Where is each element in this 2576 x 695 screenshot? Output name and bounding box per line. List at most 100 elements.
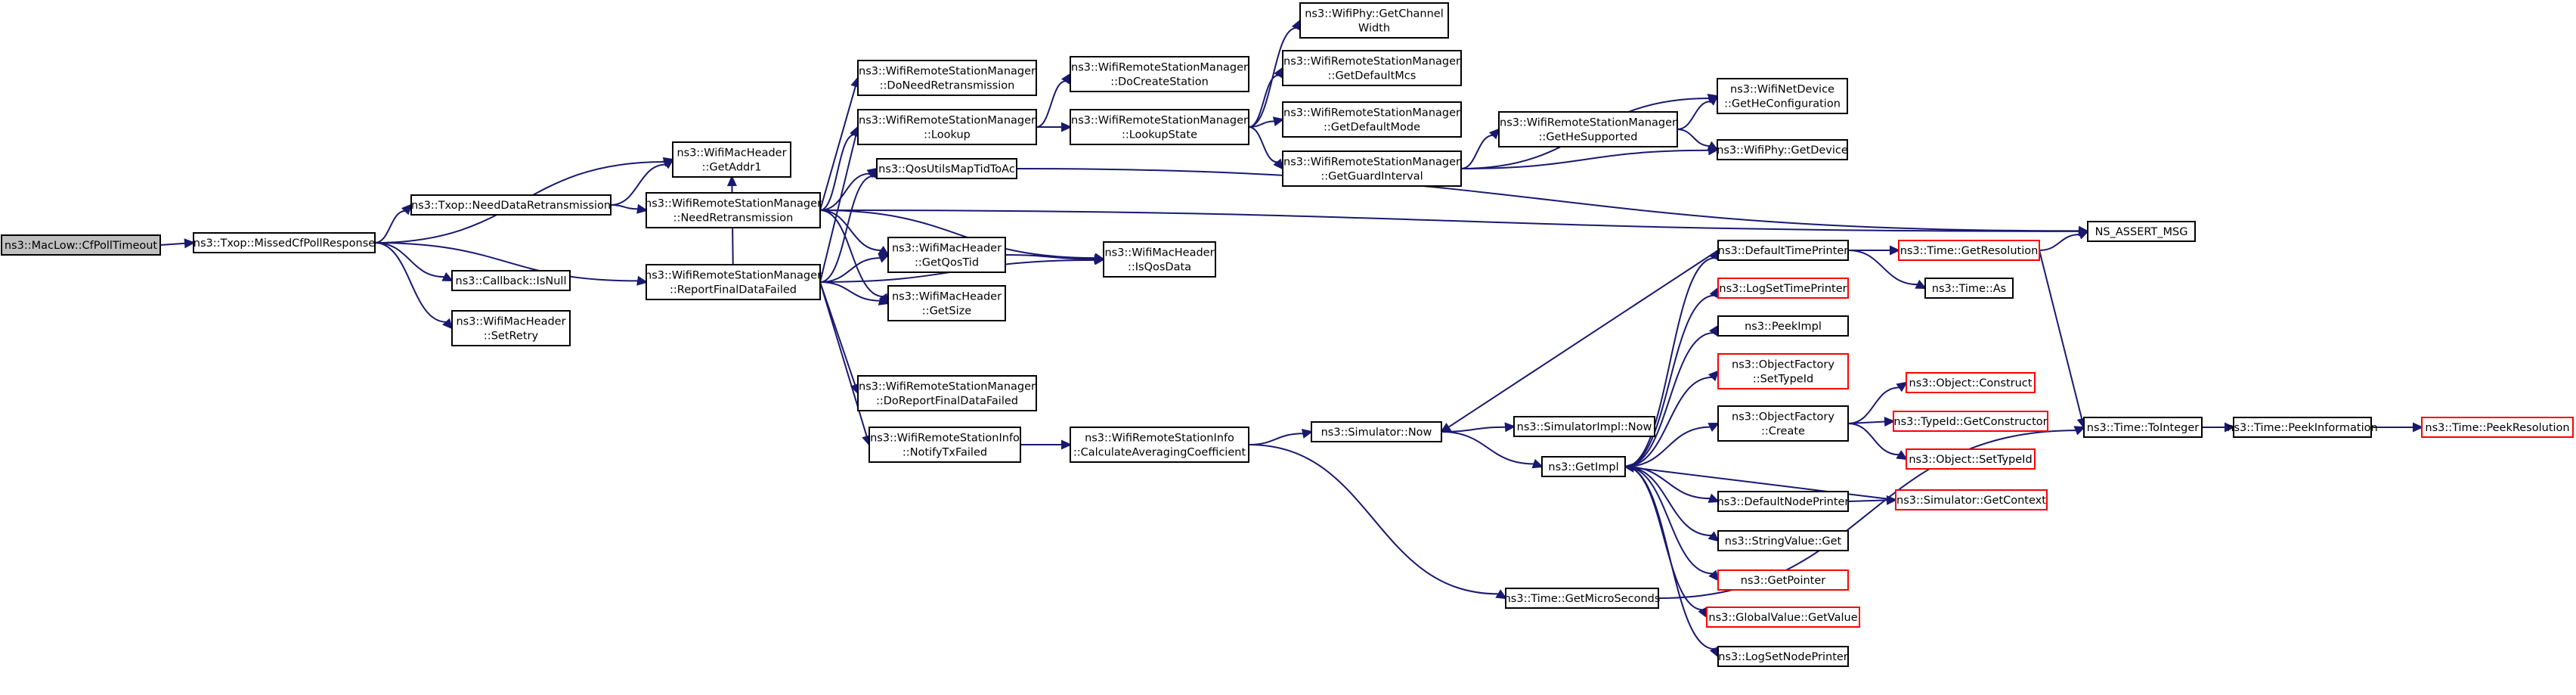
node-box (2083, 417, 2203, 438)
edge-arrowhead (1531, 458, 1544, 469)
edge-arrowhead (1708, 531, 1720, 542)
node-lookup[interactable]: ns3::WifiRemoteStationManager::Lookup (857, 109, 1037, 145)
node-box (1895, 489, 2048, 510)
node-qosutilsmaptidtoac[interactable]: ns3::QosUtilsMapTidToAc (876, 158, 1017, 179)
edge-arrowhead (1708, 569, 1720, 582)
node-objectfactorysettypeid[interactable]: ns3::ObjectFactory::SetTypeId (1717, 353, 1849, 389)
node-getaddr1[interactable]: ns3::WifiMacHeader::GetAddr1 (672, 141, 791, 178)
node-label-line: ::Lookup (924, 129, 971, 141)
edge-line (1677, 129, 1711, 147)
node-globalvaluegetvalue[interactable]: ns3::GlobalValue::GetValue (1706, 607, 1860, 628)
node-simulatorgetcontext[interactable]: ns3::Simulator::GetContext (1895, 489, 2048, 510)
node-notifytxfailed[interactable]: ns3::WifiRemoteStationInfo::NotifyTxFail… (868, 427, 1021, 463)
edge-line (1624, 466, 1714, 575)
node-label-line: ns3::WifiRemoteStationManager (1071, 62, 1248, 74)
edge-arrowhead (636, 203, 649, 214)
call-edge (819, 209, 2090, 237)
node-peekresolution[interactable]: ns3::Time::PeekResolution (2421, 417, 2574, 438)
node-logsettimeprinter[interactable]: ns3::LogSetTimePrinter (1717, 278, 1849, 299)
node-getguardinterval[interactable]: ns3::WifiRemoteStationManager::GetGuardI… (1282, 150, 1462, 187)
node-label-line: ::GetDefaultMcs (1328, 70, 1416, 82)
node-needretransmission[interactable]: ns3::WifiRemoteStationManager::NeedRetra… (645, 192, 822, 228)
node-doreportfinaldatafailed[interactable]: ns3::WifiRemoteStationManager::DoReportF… (857, 375, 1037, 411)
node-setretry[interactable]: ns3::WifiMacHeader::SetRetry (451, 310, 571, 346)
node-objectconstruct[interactable]: ns3::Object::Construct (1906, 372, 2036, 393)
node-stringvalueget[interactable]: ns3::StringValue::Get (1717, 530, 1849, 551)
node-defaulttimeprinter[interactable]: ns3::DefaultTimePrinter (1717, 240, 1849, 261)
node-nsassertmsg[interactable]: NS_ASSERT_MSG (2087, 221, 2196, 242)
edge-arrowhead (1094, 253, 1106, 264)
node-box (1717, 530, 1849, 551)
node-label-line: ns3::TypeId::GetConstructor (1893, 416, 2047, 428)
node-box (1717, 405, 1849, 442)
node-label-line: ::NeedRetransmission (673, 213, 794, 225)
node-docreatestation[interactable]: ns3::WifiRemoteStationManager::DoCreateS… (1070, 56, 1249, 92)
node-objectsettypeid[interactable]: ns3::Object::SetTypeId (1906, 448, 2036, 470)
node-getqostid[interactable]: ns3::WifiMacHeader::GetQosTid (887, 237, 1006, 273)
call-edge (1847, 381, 1908, 424)
node-getimpl[interactable]: ns3::GetImpl (1541, 456, 1626, 477)
node-getdevice[interactable]: ns3::WifiPhy::GetDevice (1717, 139, 1848, 160)
node-peekinformation[interactable]: ns3::Time::PeekInformation (2227, 417, 2378, 438)
node-typeidgetconstructor[interactable]: ns3::TypeId::GetConstructor (1893, 411, 2048, 432)
call-edge (1624, 466, 1720, 659)
call-edge (1624, 370, 1720, 467)
edge-arrowhead (1884, 417, 1896, 427)
node-getsize[interactable]: ns3::WifiMacHeader::GetSize (887, 285, 1006, 321)
node-lookupstate[interactable]: ns3::WifiRemoteStationManager::LookupSta… (1070, 109, 1249, 145)
edge-arrowhead (2413, 422, 2424, 433)
node-label-line: ns3::WifiMacHeader (1104, 247, 1214, 259)
node-label-line: ns3::Object::SetTypeId (1909, 454, 2032, 466)
node-box (1717, 491, 1849, 512)
edge-arrowhead (878, 253, 890, 263)
edge-arrowhead (1272, 116, 1285, 127)
node-box (2233, 417, 2372, 438)
node-getresolution[interactable]: ns3::Time::GetResolution (1898, 240, 2040, 261)
node-peekimpl[interactable]: ns3::PeekImpl (1717, 315, 1849, 337)
node-label-line: ns3::Time::GetResolution (1900, 245, 2039, 257)
node-logsetnodeprinter[interactable]: ns3::LogSetNodePrinter (1717, 646, 1849, 667)
node-box (1717, 139, 1848, 160)
node-getdefaultmcs[interactable]: ns3::WifiRemoteStationManager::GetDefaul… (1282, 50, 1462, 86)
node-reportfinaldatafailed[interactable]: ns3::WifiRemoteStationManager::ReportFin… (645, 264, 822, 300)
edge-line (1248, 26, 1297, 128)
node-objectfactorycreate[interactable]: ns3::ObjectFactory::Create (1717, 405, 1849, 442)
node-label-line: ::DoCreateStation (1110, 76, 1209, 88)
node-cfpolltimeout: ns3::MacLow::CfPollTimeout (1, 234, 161, 256)
node-box (2087, 221, 2196, 242)
node-timeas[interactable]: ns3::Time::As (1924, 278, 2014, 299)
edge-arrowhead (1890, 245, 1901, 256)
node-needdataretransmission[interactable]: ns3::Txop::NeedDataRetransmission (410, 194, 611, 216)
node-tointeger[interactable]: ns3::Time::ToInteger (2083, 417, 2203, 438)
node-simulatorimplnow[interactable]: ns3::SimulatorImpl::Now (1513, 416, 1655, 437)
call-edge (1624, 324, 1720, 467)
node-getpointer[interactable]: ns3::GetPointer (1717, 569, 1849, 591)
node-defaultnodeprinter[interactable]: ns3::DefaultNodePrinter (1717, 491, 1850, 512)
call-edge (610, 158, 674, 206)
node-gethesupported[interactable]: ns3::WifiRemoteStationManager::GetHeSupp… (1498, 111, 1678, 147)
node-box (1103, 241, 1216, 278)
node-missedcfpollresponse[interactable]: ns3::Txop::MissedCfPollResponse (193, 232, 376, 253)
node-doneedretransmission[interactable]: ns3::WifiRemoteStationManager::DoNeedRet… (857, 60, 1037, 96)
edge-arrowhead (1707, 141, 1720, 151)
edge-arrowhead (1488, 128, 1500, 140)
node-box (672, 141, 791, 178)
node-label-line: ns3::WifiPhy::GetChannel (1305, 8, 1444, 20)
node-simulatornow[interactable]: ns3::Simulator::Now (1311, 421, 1442, 442)
node-getdefaultmode[interactable]: ns3::WifiRemoteStationManager::GetDefaul… (1282, 101, 1462, 138)
node-isnull[interactable]: ns3::Callback::IsNull (451, 270, 571, 291)
node-label-line: ::GetDefaultMode (1324, 122, 1420, 134)
node-label-line: ::GetGuardInterval (1321, 171, 1423, 183)
node-label-line: ::CalculateAveragingCoefficient (1073, 447, 1246, 459)
node-calculateaveragingcoefficient[interactable]: ns3::WifiRemoteStationInfo::CalculateAve… (1070, 427, 1249, 463)
node-getheconfiguration[interactable]: ns3::WifiNetDevice::GetHeConfiguration (1717, 78, 1848, 114)
call-edge (1624, 466, 1720, 582)
edge-line (1447, 250, 1719, 428)
edge-line (1847, 499, 1888, 502)
node-isqosdata[interactable]: ns3::WifiMacHeader::IsQosData (1103, 241, 1216, 278)
edge-arrowhead (1504, 422, 1516, 433)
node-getmicroseconds[interactable]: ns3::Time::GetMicroSeconds (1504, 588, 1661, 609)
call-edge (374, 242, 649, 286)
